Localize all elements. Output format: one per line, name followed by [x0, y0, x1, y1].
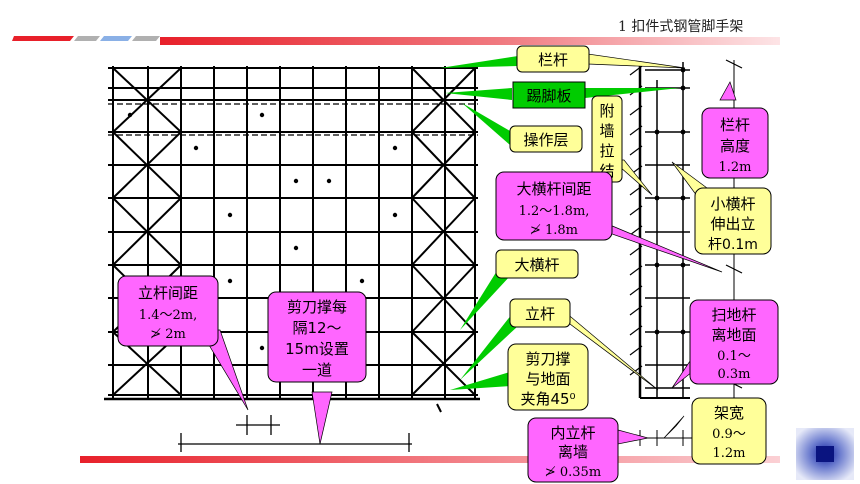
dimension-ligan-spacing — [236, 415, 280, 435]
callout-saodigan: 扫地杆 离地面 0.1～ 0.3m — [689, 299, 779, 385]
pointer-jiakuan — [663, 415, 685, 439]
page-title: 1 扣件式钢管脚手架 — [618, 19, 743, 35]
callout-langan-height-text-3: 1.2m — [718, 160, 751, 175]
callout-jiandaocheng-angle: 剪刀撑 与地面 夹角45⁰ — [507, 343, 589, 411]
callout-ligan-spacing-text-3: ≯ 2m — [150, 327, 186, 342]
header-stripe-gray-2 — [132, 36, 160, 41]
callout-dahenggan-spacing-text-3: ≯ 1.8m — [530, 223, 578, 238]
callout-jiakuan-text-2: 0.9～ — [712, 427, 746, 442]
callout-neiligan-text-2: 离墙 — [558, 443, 588, 461]
header: 1 扣件式钢管脚手架 — [12, 19, 780, 45]
scaffold-ledgers — [108, 67, 478, 396]
callout-saodigan-text-2: 离地面 — [711, 326, 756, 344]
header-stripe-gray — [74, 36, 100, 41]
callout-ligan-spacing-text-1: 立杆间距 — [138, 284, 198, 302]
callout-xiaohenggan-text-3: 杆0.1m — [708, 237, 758, 253]
scaffold-elevation — [104, 66, 480, 413]
pointer-ligan — [460, 314, 518, 380]
callout-neiligan: 内立杆 离墙 ≯ 0.35m — [527, 417, 619, 483]
header-red-bar — [160, 37, 780, 45]
callout-jiakuan-text-1: 架宽 — [714, 404, 744, 422]
callout-jiandaocheng-angle-text-3: 夹角45⁰ — [520, 390, 575, 408]
callout-neiligan-text-3: ≯ 0.35m — [545, 465, 601, 480]
callout-dahenggan-spacing-text-2: 1.2～1.8m, — [519, 204, 590, 219]
callout-fuqiang-text-2: 墙 — [599, 122, 614, 140]
next-slide-button[interactable] — [796, 428, 854, 480]
play-forward-icon — [816, 446, 834, 462]
callout-langan-height: 栏杆 高度 1.2m — [701, 107, 769, 179]
callout-jiandaocheng-every: 剪刀撑每 隔12～ 15m设置 一道 — [267, 291, 367, 383]
callout-langan: 栏杆 — [516, 45, 590, 73]
callout-tijiaoban-text: 踢脚板 — [526, 87, 571, 105]
callout-ligan-spacing-text-2: 1.4～2m, — [139, 308, 197, 323]
pointer-langan-height — [719, 81, 737, 101]
callout-langan-height-text-2: 高度 — [720, 137, 750, 155]
callout-langan-height-text-1: 栏杆 — [720, 116, 750, 134]
callout-dahenggan-spacing: 大横杆间距 1.2～1.8m, ≯ 1.8m — [495, 171, 613, 241]
pointer-langan-right — [587, 53, 686, 69]
callout-saodigan-text-3: 0.1～ — [717, 349, 751, 364]
dimension-brace-spacing — [178, 433, 412, 452]
callout-xiaohenggan-text-1: 小横杆 — [710, 195, 755, 213]
callout-langan-text: 栏杆 — [538, 51, 568, 69]
callout-jiandaocheng-angle-text-1: 剪刀撑 — [525, 350, 570, 368]
callout-fuqiang: 附 墙 拉 结 — [591, 95, 623, 183]
pointer-tijiaoban — [445, 88, 512, 100]
pointer-dahenggan — [460, 266, 510, 330]
callout-dahenggan-text: 大横杆 — [514, 256, 559, 274]
pointer-saodigan — [671, 356, 693, 389]
callout-fuqiang-text-3: 拉 — [599, 142, 614, 160]
callout-neiligan-text-1: 内立杆 — [550, 424, 595, 442]
callout-jiakuan: 架宽 0.9～ 1.2m — [691, 397, 767, 465]
callout-jiakuan-text-3: 1.2m — [712, 446, 745, 461]
pointer-caozuoceng — [462, 103, 510, 145]
header-stripe-blue — [100, 36, 132, 41]
callout-saodigan-text-1: 扫地杆 — [711, 306, 756, 324]
callout-tijiaoban: 踢脚板 — [512, 81, 586, 109]
callout-jiandaocheng-angle-text-2: 与地面 — [525, 370, 570, 388]
pointer-jiandaocheng-angle — [450, 372, 510, 390]
callout-ligan-text: 立杆 — [525, 305, 555, 323]
callout-fuqiang-text-1: 附 — [599, 102, 614, 120]
callout-jiandaocheng-every-text-4: 一道 — [302, 361, 332, 379]
scissor-brace-right — [411, 67, 476, 396]
footer-red-bar — [80, 456, 780, 463]
callout-xiaohenggan-text-2: 伸出立 — [710, 215, 755, 233]
callout-caozuoceng-text: 操作层 — [523, 131, 568, 149]
callout-ligan: 立杆 — [509, 298, 571, 328]
callout-caozuoceng: 操作层 — [509, 125, 583, 153]
callout-dahenggan: 大横杆 — [495, 249, 579, 279]
pointer-jiandaocheng-every — [311, 391, 333, 445]
callout-jiandaocheng-every-text-1: 剪刀撑每 — [287, 298, 347, 316]
callout-ligan-spacing: 立杆间距 1.4～2m, ≯ 2m — [117, 275, 219, 347]
wall-hatch — [629, 65, 643, 376]
pointer-neiligan — [617, 429, 649, 445]
callout-saodigan-text-4: 0.3m — [717, 367, 750, 382]
callout-xiaohenggan: 小横杆 伸出立 杆0.1m — [694, 187, 772, 255]
header-stripe-red — [12, 36, 74, 41]
callout-dahenggan-spacing-text-1: 大横杆间距 — [516, 180, 591, 198]
callout-jiandaocheng-every-text-3: 15m设置 — [285, 340, 349, 358]
callout-jiandaocheng-every-text-2: 隔12～ — [292, 319, 341, 337]
pointer-langan — [440, 56, 518, 68]
